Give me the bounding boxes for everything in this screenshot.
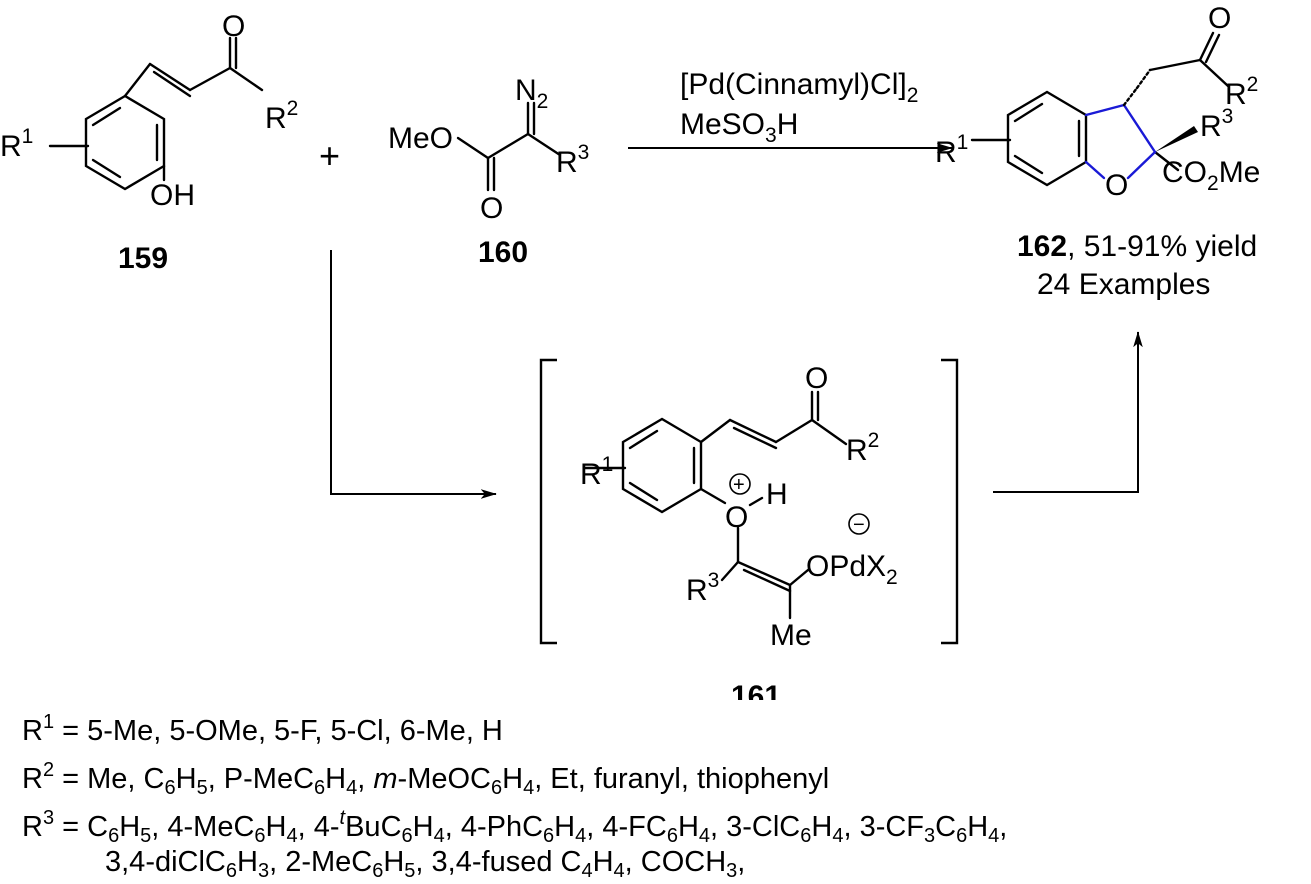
atom-O-159: O [222,10,245,43]
dihydrofuran-ring-bonds [1084,103,1157,180]
legend-r2: R2 = Me, C6H5, P-MeC6H4, m-MeOC6H4, Et, … [22,759,830,799]
r1-label-161: R1 [580,453,613,491]
examples-count-162: 24 Examples [1037,268,1210,301]
plus-sign: + [319,135,340,176]
atom-O-162-ketone: O [1208,2,1231,35]
reaction-scheme: O R2 R1 OH 159 + MeO N2 R3 O 160 [Pd(Cin… [0,2,1260,700]
left-bracket [539,358,557,645]
atom-Me-161: Me [770,619,812,652]
r3-label-162: R3 [1200,105,1233,143]
atom-OH-159: OH [150,179,195,212]
ester-group-162: CO2Me [1162,156,1260,195]
r2-label-162: R2 [1225,73,1258,111]
stereo-bonds-162 [1122,68,1198,152]
atom-O-160: O [480,192,503,225]
compound-label-162: 162, 51-91% yield [1017,230,1257,263]
r2-label-161: R2 [846,429,879,467]
svg-text:+: + [733,474,745,496]
svg-text:−: − [853,514,865,536]
atom-H-161: H [766,478,788,511]
opdx2-group-161: OPdX2 [806,550,898,589]
legend-r3: R3 = C6H5, 4-MeC6H4, 4-tBuC6H4, 4-PhC6H4… [22,807,1008,847]
compound-161-structure [583,390,848,620]
legend-r3-continued: 3,4-diClC6H3, 2-MeC6H5, 3,4-fused C4H4, … [105,846,746,882]
atom-O-161-oxonium: O [725,501,748,534]
reagent-acid: MeSO3H [680,108,798,147]
positive-charge: + [729,473,751,496]
r3-label-160: R3 [556,141,589,179]
atom-O-161-ketone: O [805,362,828,395]
compound-label-160: 160 [478,236,528,269]
arrow-to-intermediate [330,250,497,499]
atom-MeO-160: MeO [388,122,453,155]
negative-charge: − [848,513,870,536]
legend-r1: R1 = 5-Me, 5-OMe, 5-F, 5-Cl, 6-Me, H [22,711,503,747]
atom-O-162-ring: O [1105,169,1128,202]
atom-N2-160: N2 [515,74,548,113]
compound-159-structure [48,36,264,191]
compound-label-161: 161 [731,680,781,700]
compound-160-structure [456,101,562,192]
right-bracket [941,358,959,645]
arrow-to-product [993,331,1143,493]
r1-label-162: R1 [935,131,968,169]
reagent-catalyst: [Pd(Cinnamyl)Cl]2 [680,68,918,107]
r2-label-159: R2 [265,97,298,135]
r3-label-161: R3 [686,569,719,607]
r1-label-159: R1 [0,125,33,163]
compound-label-159: 159 [118,242,168,275]
